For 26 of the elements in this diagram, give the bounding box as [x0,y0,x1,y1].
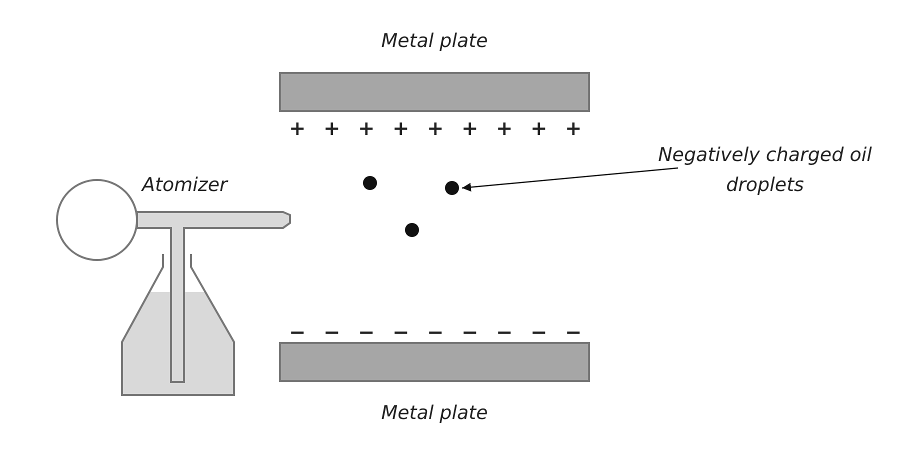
plus-sign: + [565,118,582,138]
atomizer-label: Atomizer [142,174,228,196]
callout-text: Negatively charged oil droplets [657,143,873,198]
plus-sign: + [289,118,306,138]
plus-sign: + [530,118,548,138]
plus-sign: + [496,118,513,138]
minus-sign: − [358,322,375,342]
plus-sign: + [427,118,444,138]
plate-label: Metal plate [380,402,489,424]
oil-droplet [405,223,419,237]
oil-droplet [445,181,459,195]
plus-sign: + [324,118,340,138]
minus-sign: − [496,322,513,342]
plus-sign: + [358,118,375,138]
plus-sign: + [462,118,478,138]
minus-sign: − [530,322,548,342]
minus-sign: − [289,322,306,342]
minus-sign: − [392,322,410,342]
plate-label: Metal plate [380,30,489,52]
leader-arrow [462,167,678,192]
minus-sign: − [462,322,478,342]
minus-sign: − [427,322,444,342]
minus-sign: − [324,322,340,342]
oil-droplet [363,176,377,190]
plus-sign: + [392,118,410,138]
minus-sign: − [565,322,582,342]
